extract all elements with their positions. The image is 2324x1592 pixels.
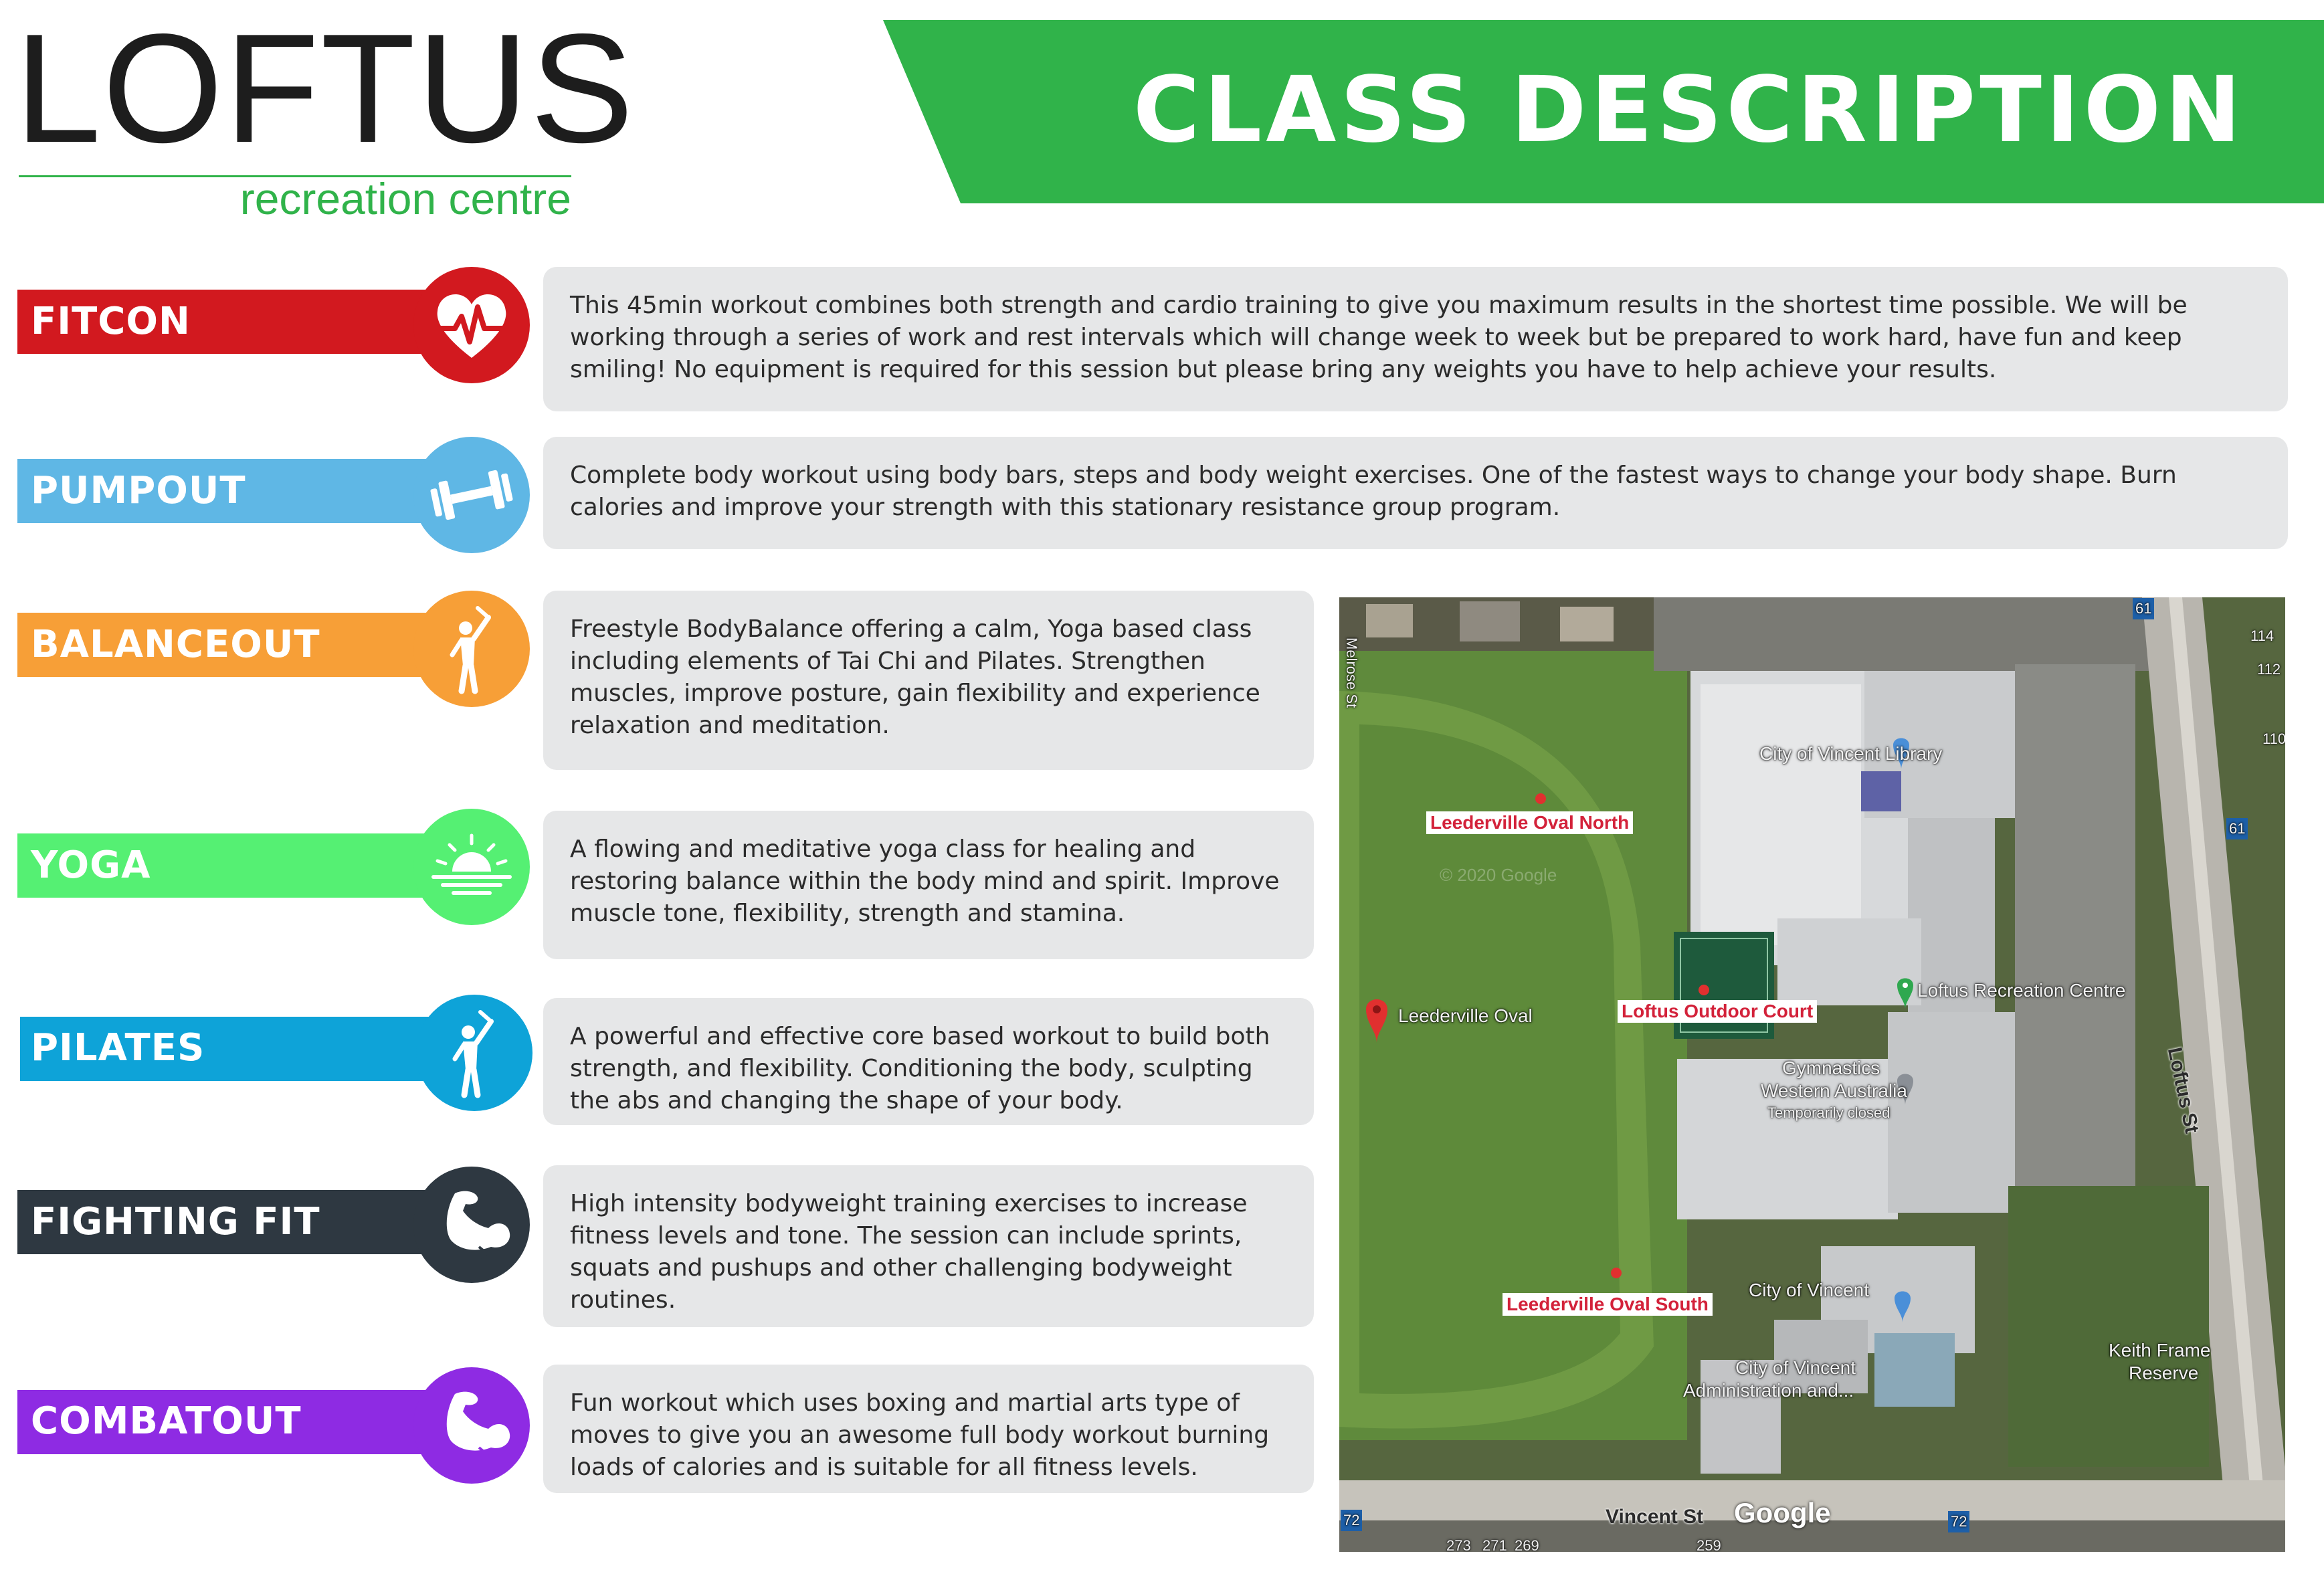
- class-label-fitcon: FITCON: [31, 300, 191, 343]
- flexed-arm-icon: [413, 1367, 530, 1484]
- route-marker-61-top: 61: [2133, 598, 2155, 619]
- map-label-loftus-rec: Loftus Recreation Centre: [1917, 980, 2126, 1001]
- map-label-admin-2: Administration and...: [1683, 1380, 1854, 1401]
- title-banner: CLASS DESCRIPTION: [883, 20, 2324, 203]
- class-description-pumpout: Complete body workout using body bars, s…: [543, 437, 2288, 549]
- map-label-admin: City of Vincent: [1735, 1357, 1856, 1378]
- logo-divider: [19, 175, 571, 177]
- page-title: CLASS DESCRIPTION: [1133, 58, 2245, 163]
- map-label-oval: Leederville Oval: [1398, 1005, 1533, 1026]
- map-label-city-of-vincent: City of Vincent: [1749, 1280, 1870, 1300]
- route-marker-72-left: 72: [1341, 1510, 1363, 1531]
- dumbbell-icon: [413, 437, 530, 553]
- map-label-vincent-st: Vincent St: [1606, 1506, 1704, 1528]
- map-label-gymnastics-wa: Western Australia: [1761, 1080, 1907, 1101]
- address-273: 273: [1446, 1537, 1471, 1552]
- map-label-keith-frame: Keith Frame: [2109, 1340, 2211, 1361]
- map-label-library: City of Vincent Library: [1759, 743, 1943, 764]
- heartbeat-icon: [413, 267, 530, 383]
- map-label-outdoor-court: Loftus Outdoor Court: [1618, 1000, 1818, 1023]
- stretch-figure-icon: [416, 995, 532, 1111]
- map-aerial: [1339, 597, 2285, 1552]
- map-label-gymnastics: Gymnastics: [1782, 1058, 1880, 1078]
- address-112: 112: [2257, 661, 2281, 678]
- route-marker-61-side: 61: [2226, 818, 2248, 839]
- address-110: 110: [2262, 730, 2285, 747]
- address-269: 269: [1515, 1537, 1539, 1552]
- map-copyright: © 2020 Google: [1440, 865, 1557, 885]
- map-label-oval-south: Leederville Oval South: [1503, 1293, 1713, 1316]
- map-label-melrose-st: Melrose St: [1343, 637, 1360, 708]
- class-description-balanceout: Freestyle BodyBalance offering a calm, Y…: [543, 591, 1314, 770]
- loftus-logo: LOFTUS recreation centre: [15, 11, 634, 223]
- class-description-pilates: A powerful and effective core based work…: [543, 998, 1314, 1125]
- class-label-balanceout: BALANCEOUT: [31, 623, 320, 666]
- address-259: 259: [1697, 1537, 1721, 1552]
- class-label-pilates: PILATES: [31, 1026, 205, 1070]
- class-description-fitcon: This 45min workout combines both strengt…: [543, 267, 2288, 411]
- route-marker-72-right: 72: [1948, 1511, 1970, 1532]
- map-label-gymnastics-status: Temporarily closed: [1767, 1104, 1891, 1121]
- address-271: 271: [1482, 1537, 1507, 1552]
- class-label-yoga: YOGA: [31, 843, 151, 887]
- location-map[interactable]: Melrose St City of Vincent Library Leede…: [1339, 597, 2285, 1552]
- google-logo: Google: [1734, 1497, 1831, 1528]
- class-description-combatout: Fun workout which uses boxing and martia…: [543, 1365, 1314, 1493]
- map-label-oval-north: Leederville Oval North: [1426, 811, 1634, 834]
- class-label-fighting-fit: FIGHTING FIT: [31, 1200, 320, 1243]
- logo-subtitle: recreation centre: [239, 174, 571, 223]
- logo-wordmark: LOFTUS: [15, 2, 636, 175]
- map-label-keith-frame-reserve: Reserve: [2129, 1363, 2199, 1383]
- class-description-fighting-fit: High intensity bodyweight training exerc…: [543, 1165, 1314, 1327]
- class-label-combatout: COMBATOUT: [31, 1399, 302, 1443]
- flexed-arm-icon: [413, 1167, 530, 1283]
- address-114: 114: [2250, 627, 2274, 644]
- sunrise-icon: [413, 809, 530, 925]
- class-label-pumpout: PUMPOUT: [31, 469, 246, 512]
- stretch-figure-icon: [413, 591, 530, 707]
- class-description-yoga: A flowing and meditative yoga class for …: [543, 811, 1314, 959]
